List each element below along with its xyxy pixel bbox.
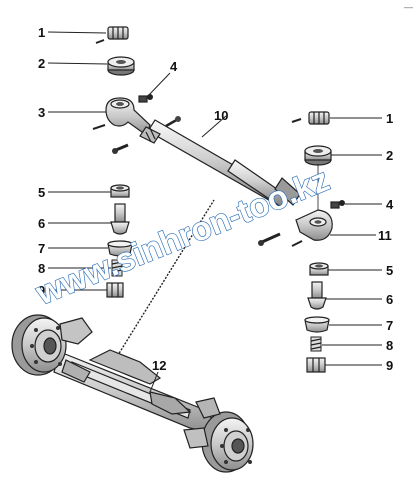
left-label-4: 4 xyxy=(170,59,178,74)
right-label-9: 9 xyxy=(386,358,393,373)
right-label-2: 2 xyxy=(386,148,393,163)
right-label-7: 7 xyxy=(386,318,393,333)
right-spring xyxy=(310,336,322,352)
left-spring xyxy=(111,259,123,277)
left-dust-cover xyxy=(107,56,135,76)
right-ball-seat xyxy=(304,316,330,333)
left-ball-pin xyxy=(110,203,130,235)
label-11: 11 xyxy=(378,228,392,243)
right-cotter-pin xyxy=(291,118,302,123)
left-label-9: 9 xyxy=(38,283,45,298)
right-castle-nut xyxy=(308,111,330,125)
watermark: www.sinhron-too.kz xyxy=(30,160,334,312)
right-bushing xyxy=(309,262,329,276)
right-label-8: 8 xyxy=(386,338,393,353)
left-arm-bolt xyxy=(112,143,129,154)
right-tie-rod-arm xyxy=(295,209,333,241)
left-ball-seat xyxy=(107,240,133,257)
label-12: 12 xyxy=(152,358,166,373)
left-label-6: 6 xyxy=(38,216,45,231)
right-label-6: 6 xyxy=(386,292,393,307)
left-label-1: 1 xyxy=(38,25,45,40)
left-grease-fitting xyxy=(138,94,153,103)
left-label-7: 7 xyxy=(38,241,45,256)
right-plug xyxy=(306,357,326,373)
right-grease-fitting xyxy=(330,200,345,209)
label-10: 10 xyxy=(214,108,228,123)
left-label-3: 3 xyxy=(38,105,45,120)
tie-rod xyxy=(139,119,301,208)
right-label-5: 5 xyxy=(386,263,393,278)
right-label-4: 4 xyxy=(386,197,394,212)
left-label-2: 2 xyxy=(38,56,45,71)
right-dust-cover xyxy=(304,145,332,166)
left-label-5: 5 xyxy=(38,185,45,200)
left-bushing xyxy=(110,184,130,198)
right-label-1: 1 xyxy=(386,111,393,126)
left-tie-rod-arm xyxy=(105,97,151,136)
left-castle-nut xyxy=(107,26,129,40)
front-axle-assembly xyxy=(11,314,254,473)
left-label-8: 8 xyxy=(38,261,45,276)
leader-12 xyxy=(109,199,215,369)
right-ball-pin xyxy=(307,281,327,310)
left-cotter-pin xyxy=(95,39,105,44)
corner-mark: — xyxy=(404,2,413,12)
